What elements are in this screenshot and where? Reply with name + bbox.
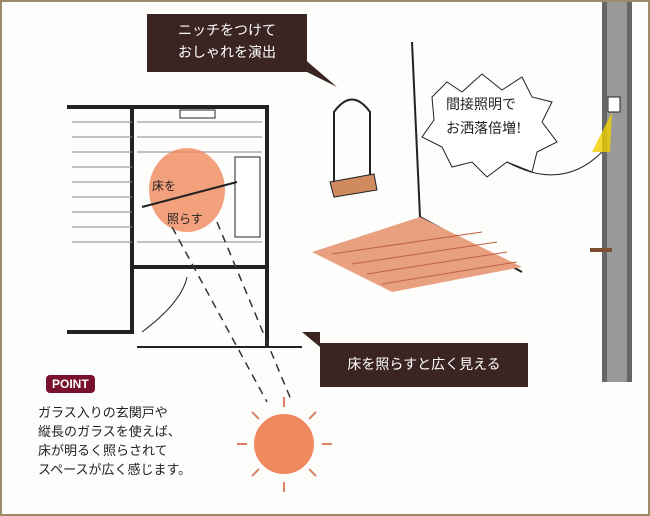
desc-line: ガラス入りの玄関戸や [38, 406, 168, 421]
bubble-line: 間接照明で [446, 97, 516, 113]
point-badge: POINT [46, 375, 95, 393]
floor-callout: 床を照らすと広く見える [320, 343, 528, 387]
niche-callout: ニッチをつけて おしゃれを演出 [147, 14, 307, 72]
light-spot [149, 148, 225, 232]
floor-label: 照らす [167, 212, 203, 226]
desc-line: 床が明るく照らされて [38, 444, 168, 459]
niche-callout-line: ニッチをつけて [178, 23, 276, 39]
point-description: ガラス入りの玄関戸や 縦長のガラスを使えば、 床が明るく照らされて スペースが広… [38, 404, 191, 480]
desc-line: 縦長のガラスを使えば、 [38, 425, 181, 440]
sun-icon [254, 414, 314, 474]
niche-callout-line: おしゃれを演出 [178, 45, 276, 61]
desc-line: スペースが広く感じます。 [38, 463, 192, 478]
floor-label: 床を [152, 179, 177, 193]
bubble-line: お洒落倍増! [446, 121, 522, 137]
